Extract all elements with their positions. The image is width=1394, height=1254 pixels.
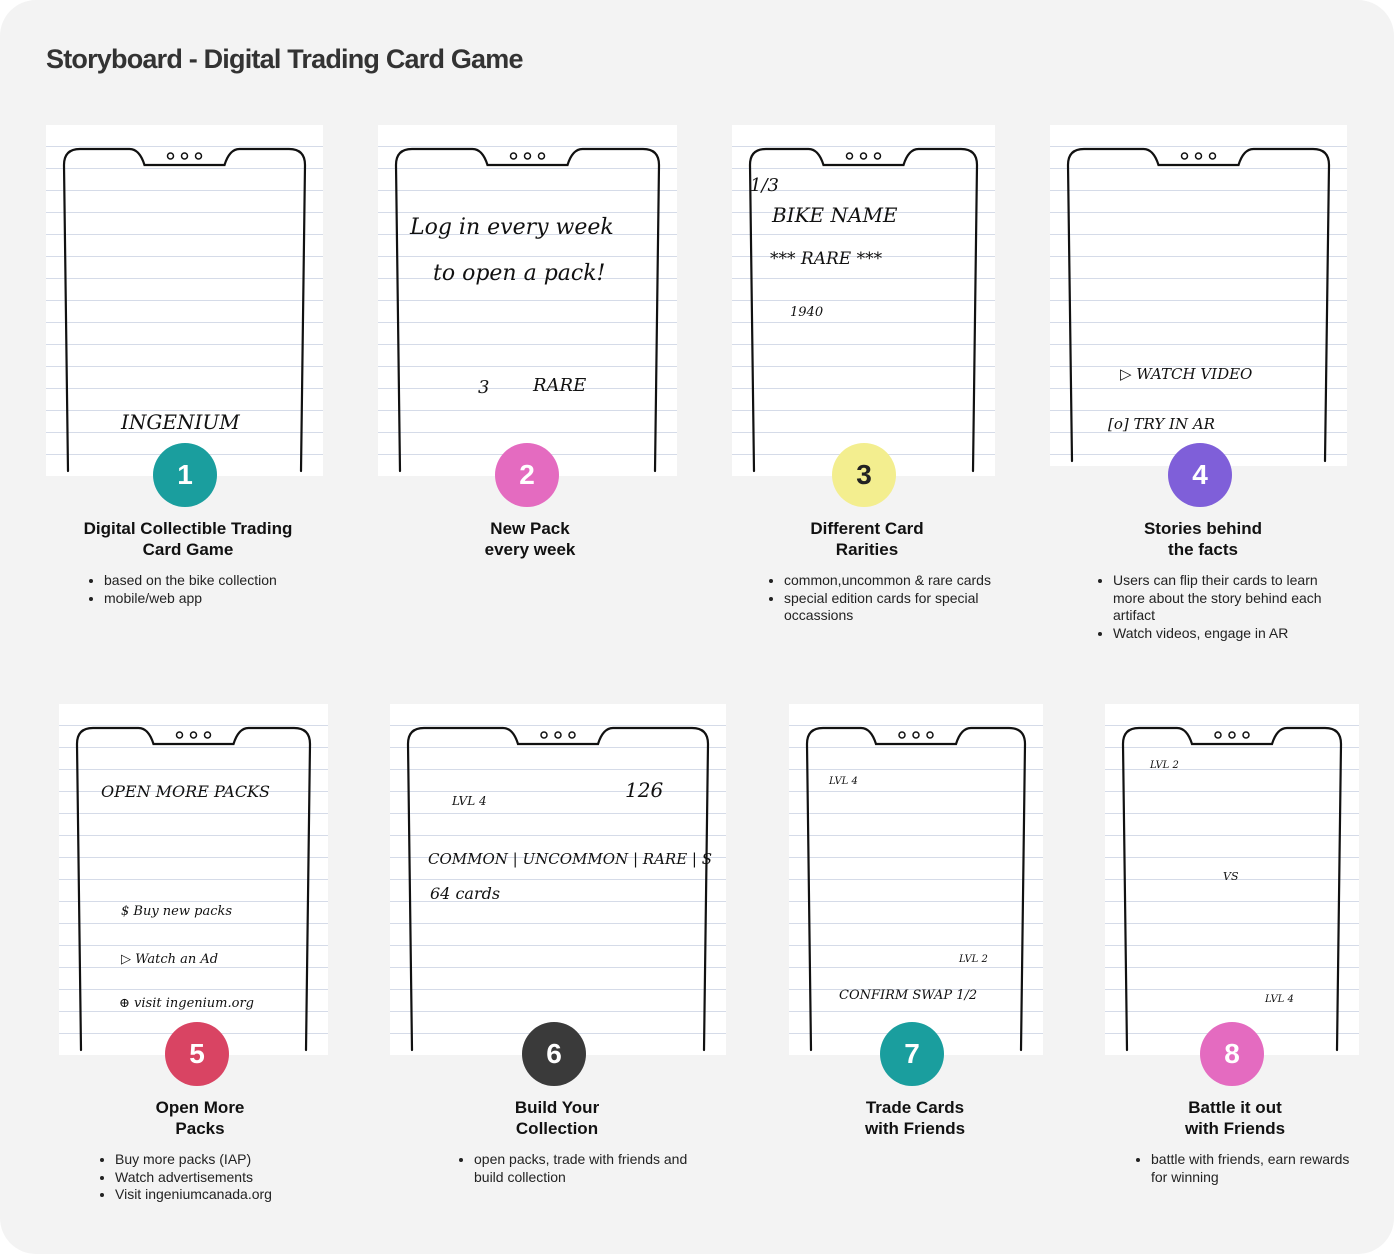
sketch-handwriting: OPEN MORE PACKS — [101, 782, 270, 801]
panel-title-line: every week — [484, 540, 576, 559]
panel-title-line: Battle it out — [1188, 1098, 1282, 1117]
panel-title-line: Open More — [155, 1098, 245, 1117]
panel-title-line: Different Card — [810, 519, 924, 538]
sketch-handwriting: ⊕ visit ingenium.org — [119, 996, 254, 1011]
step-number-badge: 5 — [165, 1022, 229, 1086]
bullet-item: Watch advertisements — [115, 1169, 330, 1187]
sketch-handwriting: LVL 2 — [1150, 760, 1179, 771]
sketch-handwriting: *** RARE *** — [770, 249, 883, 269]
panel-title-line: Trade Cards — [865, 1098, 965, 1117]
bullet-item: battle with friends, earn rewards for wi… — [1151, 1151, 1351, 1186]
sketch-handwriting: LVL 2 — [959, 954, 988, 965]
phone-outline-icon — [62, 147, 307, 473]
panel-title: Battle it out with Friends — [1185, 1097, 1285, 1139]
panel-bullet-list: based on the bike collectionmobile/web a… — [90, 572, 344, 607]
panel-title-line: with Friends — [1184, 1119, 1286, 1138]
panel-bullet-list: battle with friends, earn rewards for wi… — [1137, 1151, 1351, 1186]
sketch-handwriting: 1940 — [790, 305, 824, 320]
phone-outline-icon — [406, 726, 710, 1052]
step-number-badge: 3 — [832, 443, 896, 507]
sketch-panel-1: INGENIUM — [46, 125, 323, 476]
panel-title-line: Digital Collectible Trading — [83, 519, 293, 538]
panel-bullet-list: Users can flip their cards to learn more… — [1099, 572, 1328, 642]
phone-outline-icon — [805, 726, 1027, 1052]
panel-bullet-list: common,uncommon & rare cardsspecial edit… — [770, 572, 999, 625]
sketch-panel-8: LVL 2 VS LVL 4 — [1105, 704, 1359, 1055]
phone-outline-icon — [748, 147, 979, 473]
sketch-handwriting: 1/3 — [750, 175, 779, 196]
step-number-badge: 8 — [1200, 1022, 1264, 1086]
bullet-item: based on the bike collection — [104, 572, 344, 590]
panel-title-line: the facts — [1168, 540, 1238, 559]
sketch-handwriting: 126 — [625, 778, 664, 802]
sketch-handwriting: ▷ WATCH VIDEO — [1120, 365, 1253, 383]
step-number-badge: 2 — [495, 443, 559, 507]
phone-outline-icon — [75, 726, 312, 1052]
sketch-handwriting: INGENIUM — [121, 410, 240, 434]
sketch-panel-5: OPEN MORE PACKS $ Buy new packs ▷ Watch an… — [59, 704, 328, 1055]
sketch-handwriting: LVL 4 — [829, 776, 858, 787]
sketch-handwriting: [o] TRY IN AR — [1108, 415, 1215, 433]
sketch-handwriting: to open a pack! — [433, 261, 606, 286]
bullet-item: Users can flip their cards to learn more… — [1113, 572, 1328, 625]
phone-outline-icon — [394, 147, 661, 473]
bullet-item: special edition cards for special occass… — [784, 590, 999, 625]
sketch-handwriting: CONFIRM SWAP 1/2 — [839, 988, 978, 1003]
phone-outline-icon — [1066, 147, 1331, 463]
panel-title-line: Collection — [515, 1119, 599, 1138]
sketch-panel-2: Log in every week to open a pack! RARE 3 — [378, 125, 677, 476]
bullet-item: open packs, trade with friends and build… — [474, 1151, 689, 1186]
panel-title: Trade Cards with Friends — [865, 1097, 965, 1139]
sketch-handwriting: BIKE NAME — [772, 203, 898, 227]
panel-title-line: with Friends — [864, 1119, 966, 1138]
sketch-handwriting: 64 cards — [430, 884, 501, 903]
bullet-item: common,uncommon & rare cards — [784, 572, 999, 590]
sketch-handwriting: LVL 4 — [1265, 994, 1294, 1005]
sketch-panel-4: ▷ WATCH VIDEO [o] TRY IN AR — [1050, 125, 1347, 466]
step-number-badge: 6 — [522, 1022, 586, 1086]
page-title: Storyboard - Digital Trading Card Game — [46, 44, 523, 74]
sketch-handwriting: $ Buy new packs — [121, 904, 233, 919]
bullet-item: Buy more packs (IAP) — [115, 1151, 330, 1169]
sketch-handwriting: 3 — [478, 377, 490, 398]
step-number-badge: 7 — [880, 1022, 944, 1086]
panel-bullet-list: open packs, trade with friends and build… — [460, 1151, 689, 1186]
panel-bullet-list: Buy more packs (IAP)Watch advertisements… — [101, 1151, 330, 1204]
sketch-handwriting: LVL 4 — [452, 794, 487, 808]
panel-title-line: New Pack — [490, 519, 570, 538]
bullet-item: Visit ingeniumcanada.org — [115, 1186, 330, 1204]
panel-title: New Pack every week — [485, 518, 576, 560]
step-number-badge: 4 — [1168, 443, 1232, 507]
bullet-item: Watch videos, engage in AR — [1113, 625, 1328, 643]
sketch-handwriting: VS — [1223, 870, 1239, 883]
panel-title-line: Packs — [175, 1119, 225, 1138]
sketch-handwriting: Log in every week — [410, 215, 614, 240]
sketch-handwriting: COMMON | UNCOMMON | RARE | S — [428, 850, 713, 868]
panel-title-line: Rarities — [835, 540, 899, 559]
panel-title: Stories behind the facts — [1144, 518, 1262, 560]
panel-title-line: Card Game — [142, 540, 234, 559]
sketch-handwriting: ▷ Watch an Ad — [121, 952, 219, 967]
phone-outline-icon — [1121, 726, 1343, 1052]
bullet-item: mobile/web app — [104, 590, 344, 608]
panel-title-line: Build Your — [514, 1098, 600, 1117]
panel-title-line: Stories behind — [1143, 519, 1263, 538]
sketch-handwriting: RARE — [533, 375, 587, 396]
sketch-panel-7: LVL 4 LVL 2 CONFIRM SWAP 1/2 — [789, 704, 1043, 1055]
step-number-badge: 1 — [153, 443, 217, 507]
